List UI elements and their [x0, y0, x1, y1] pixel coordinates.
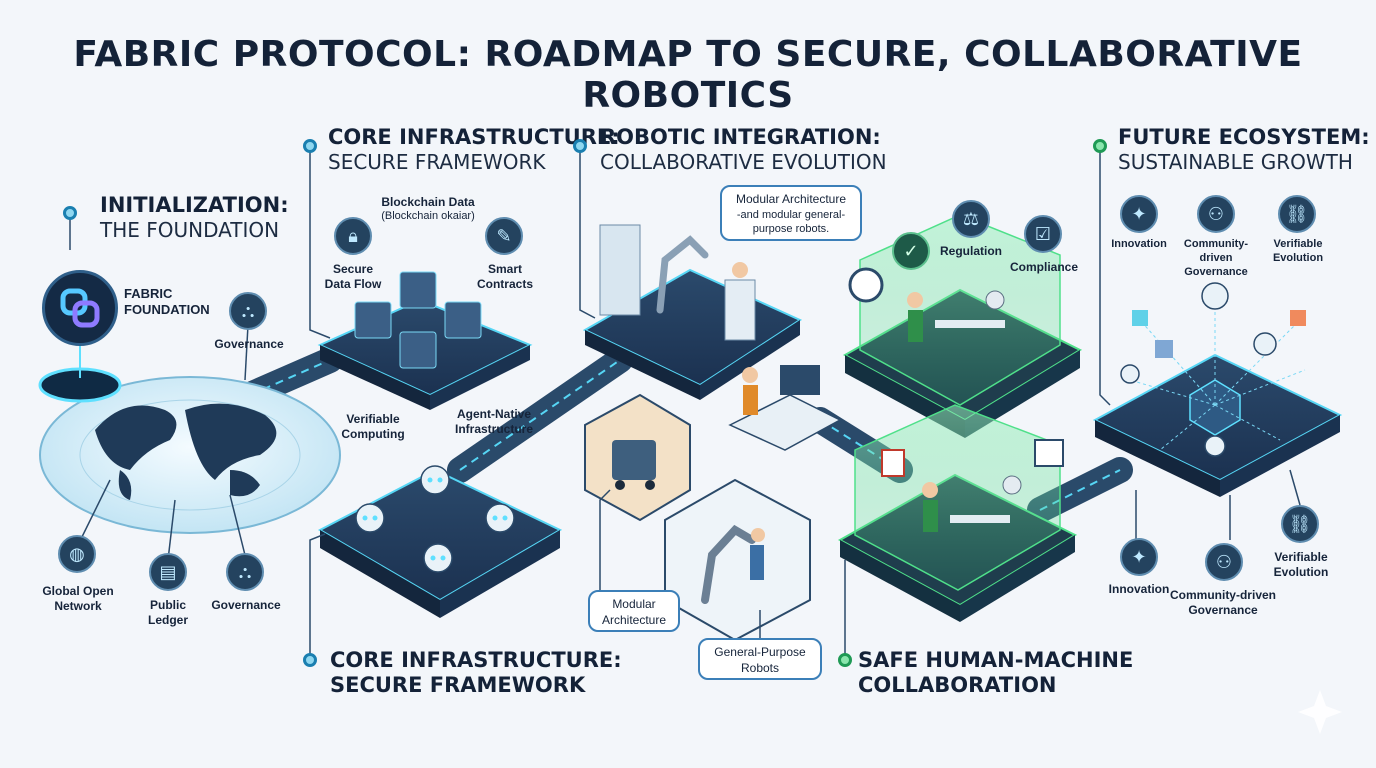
community-icon: ⚇ — [1205, 543, 1243, 581]
stage-heading-safe: SAFE HUMAN-MACHINE COLLABORATION — [858, 648, 1134, 698]
fabric-foundation-label: FABRIC FOUNDATION — [124, 286, 210, 318]
warehouse-box — [584, 393, 691, 522]
innovation-top-label: Innovation — [1111, 238, 1167, 250]
link-icon: ⛓ — [1281, 505, 1319, 543]
modular-architecture-callout: Modular Architecture -and modular genera… — [720, 185, 862, 241]
regulation-icon: ⚖ — [952, 200, 990, 238]
blockchain-data-label: Blockchain Data (Blockchain okaiar) — [381, 195, 475, 222]
smart-contracts-label: Smart Contracts — [476, 262, 533, 291]
shield-check-icon: ✓ — [892, 232, 930, 270]
fabric-knot-icon — [60, 288, 100, 328]
stage-heading-robotic: ROBOTIC INTEGRATION: COLLABORATIVE EVOLU… — [600, 125, 887, 175]
link-icon: ⛓ — [1278, 195, 1316, 233]
stage-heading-core-bottom: CORE INFRASTRUCTURE: SECURE FRAMEWORK — [330, 648, 622, 698]
global-network-label: Global Open Network — [42, 584, 114, 613]
stage-dot — [63, 206, 77, 220]
core-top-platform — [317, 271, 533, 410]
governance-bottom-label: Governance — [211, 598, 281, 612]
robotic-lab-platform — [582, 224, 803, 400]
governance-icon: ⛬ — [226, 553, 264, 591]
compliance-label: Compliance — [1009, 260, 1078, 274]
general-purpose-robots-box: General-Purpose Robots — [698, 638, 822, 680]
governance-icon: ⛬ — [229, 292, 267, 330]
fabric-logo — [42, 270, 118, 346]
ledger-icon: ▤ — [149, 553, 187, 591]
governance-top-label: Governance — [214, 337, 284, 351]
clipboard-icon: ☑ — [1024, 215, 1062, 253]
modular-architecture-box: Modular Architecture — [588, 590, 680, 632]
contract-icon: ✎ — [485, 217, 523, 255]
safe-collab-platform — [837, 404, 1078, 622]
public-ledger-label: Public Ledger — [147, 598, 188, 627]
community-icon: ⚇ — [1197, 195, 1235, 233]
verifiable-computing-label: Verifiable Computing — [341, 412, 405, 441]
community-top-label: Community-driven Governance — [1183, 238, 1249, 278]
regulation-label: Regulation — [940, 244, 1002, 258]
lock-icon: 🔒︎ — [334, 217, 372, 255]
verifiable-bottom-label: Verifiable Evolution — [1273, 550, 1329, 579]
stage-dot — [303, 139, 317, 153]
world-globe — [39, 376, 341, 534]
stage-heading-future: FUTURE ECOSYSTEM: SUSTAINABLE GROWTH — [1118, 125, 1370, 175]
stage-heading-core-top: CORE INFRASTRUCTURE: SECURE FRAMEWORK — [328, 125, 620, 175]
stage-dot — [1093, 139, 1107, 153]
innovation-bottom-label: Innovation — [1108, 582, 1170, 596]
secure-data-flow-label: Secure Data Flow — [324, 262, 382, 291]
community-bottom-label: Community-driven Governance — [1169, 588, 1276, 617]
page-title: FABRIC PROTOCOL: ROADMAP TO SECURE, COLL… — [73, 34, 1303, 116]
operator-station — [728, 365, 842, 451]
stage-dot — [303, 653, 317, 667]
future-ecosystem-platform — [1092, 282, 1343, 497]
core-bottom-platform — [317, 465, 563, 618]
stage-dot — [838, 653, 852, 667]
stage-dot — [573, 139, 587, 153]
lab-cube — [664, 478, 811, 642]
agent-native-label: Agent-Native Infrastructure — [454, 407, 534, 436]
lightbulb-icon: ✦ — [1120, 538, 1158, 576]
globe-network-icon: ◍ — [58, 535, 96, 573]
lightbulb-icon: ✦ — [1120, 195, 1158, 233]
stage-heading-initialization: INITIALIZATION: THE FOUNDATION — [100, 193, 289, 243]
verifiable-top-label: Verifiable Evolution — [1272, 238, 1324, 264]
